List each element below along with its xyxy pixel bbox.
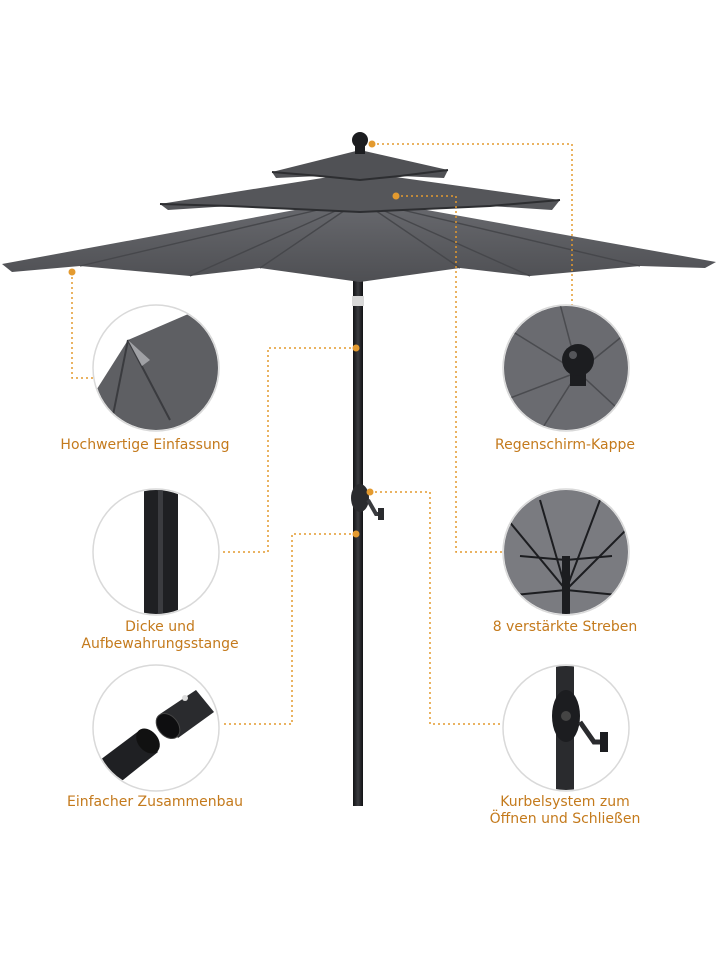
- feature-label-line: Hochwertige Einfassung: [60, 437, 230, 453]
- callout-lines: [71, 143, 573, 725]
- feature-label-line: Aufbewahrungsstange: [81, 636, 239, 652]
- feature-label-edge-trim: Hochwertige Einfassung: [40, 437, 250, 454]
- feature-label-line: Dicke und: [125, 619, 195, 635]
- feature-label-line: Kurbelsystem zum: [500, 794, 630, 810]
- crank-detail-icon: [502, 664, 630, 792]
- feature-label-line: 8 verstärkte Streben: [492, 619, 638, 635]
- thick-pole-detail-icon: [92, 488, 220, 616]
- edge-trim-detail-icon: [92, 304, 220, 432]
- lower-canopy: [2, 198, 716, 282]
- umbrella: [2, 132, 716, 806]
- umbrella-cap-detail-icon: [502, 304, 630, 432]
- feature-label-cap: Regenschirm-Kappe: [450, 437, 680, 454]
- top-canopy-hem: [271, 169, 449, 182]
- feature-label-assembly: Einfacher Zusammenbau: [30, 794, 280, 811]
- crank-handle: [351, 484, 384, 520]
- pole-ring: [352, 296, 364, 306]
- middle-canopy: [160, 172, 560, 212]
- canopy-seams: [79, 199, 641, 277]
- leader-connector: [222, 533, 356, 725]
- top-canopy: [272, 150, 448, 180]
- umbrella-pole: [353, 250, 363, 806]
- feature-label-line: Einfacher Zusammenbau: [67, 794, 243, 810]
- leader-edge: [71, 272, 94, 379]
- feature-label-ribs: 8 verstärkte Streben: [450, 619, 680, 636]
- feature-label-line: Öffnen und Schließen: [489, 811, 641, 827]
- leader-pole: [222, 347, 356, 553]
- middle-canopy-hem: [159, 199, 561, 214]
- feature-label-crank: Kurbelsystem zum Öffnen und Schließen: [450, 794, 680, 828]
- ribs-detail-icon: [502, 488, 630, 616]
- leader-cap: [372, 143, 573, 306]
- pole-connector-detail-icon: [92, 664, 220, 792]
- feature-label-thick-pole: Dicke und Aufbewahrungsstange: [40, 619, 280, 653]
- feature-label-line: Regenschirm-Kappe: [495, 437, 635, 453]
- umbrella-finial: [352, 132, 368, 154]
- callout-dots: [68, 140, 400, 538]
- leader-ribs: [396, 195, 504, 553]
- leader-crank: [370, 491, 504, 725]
